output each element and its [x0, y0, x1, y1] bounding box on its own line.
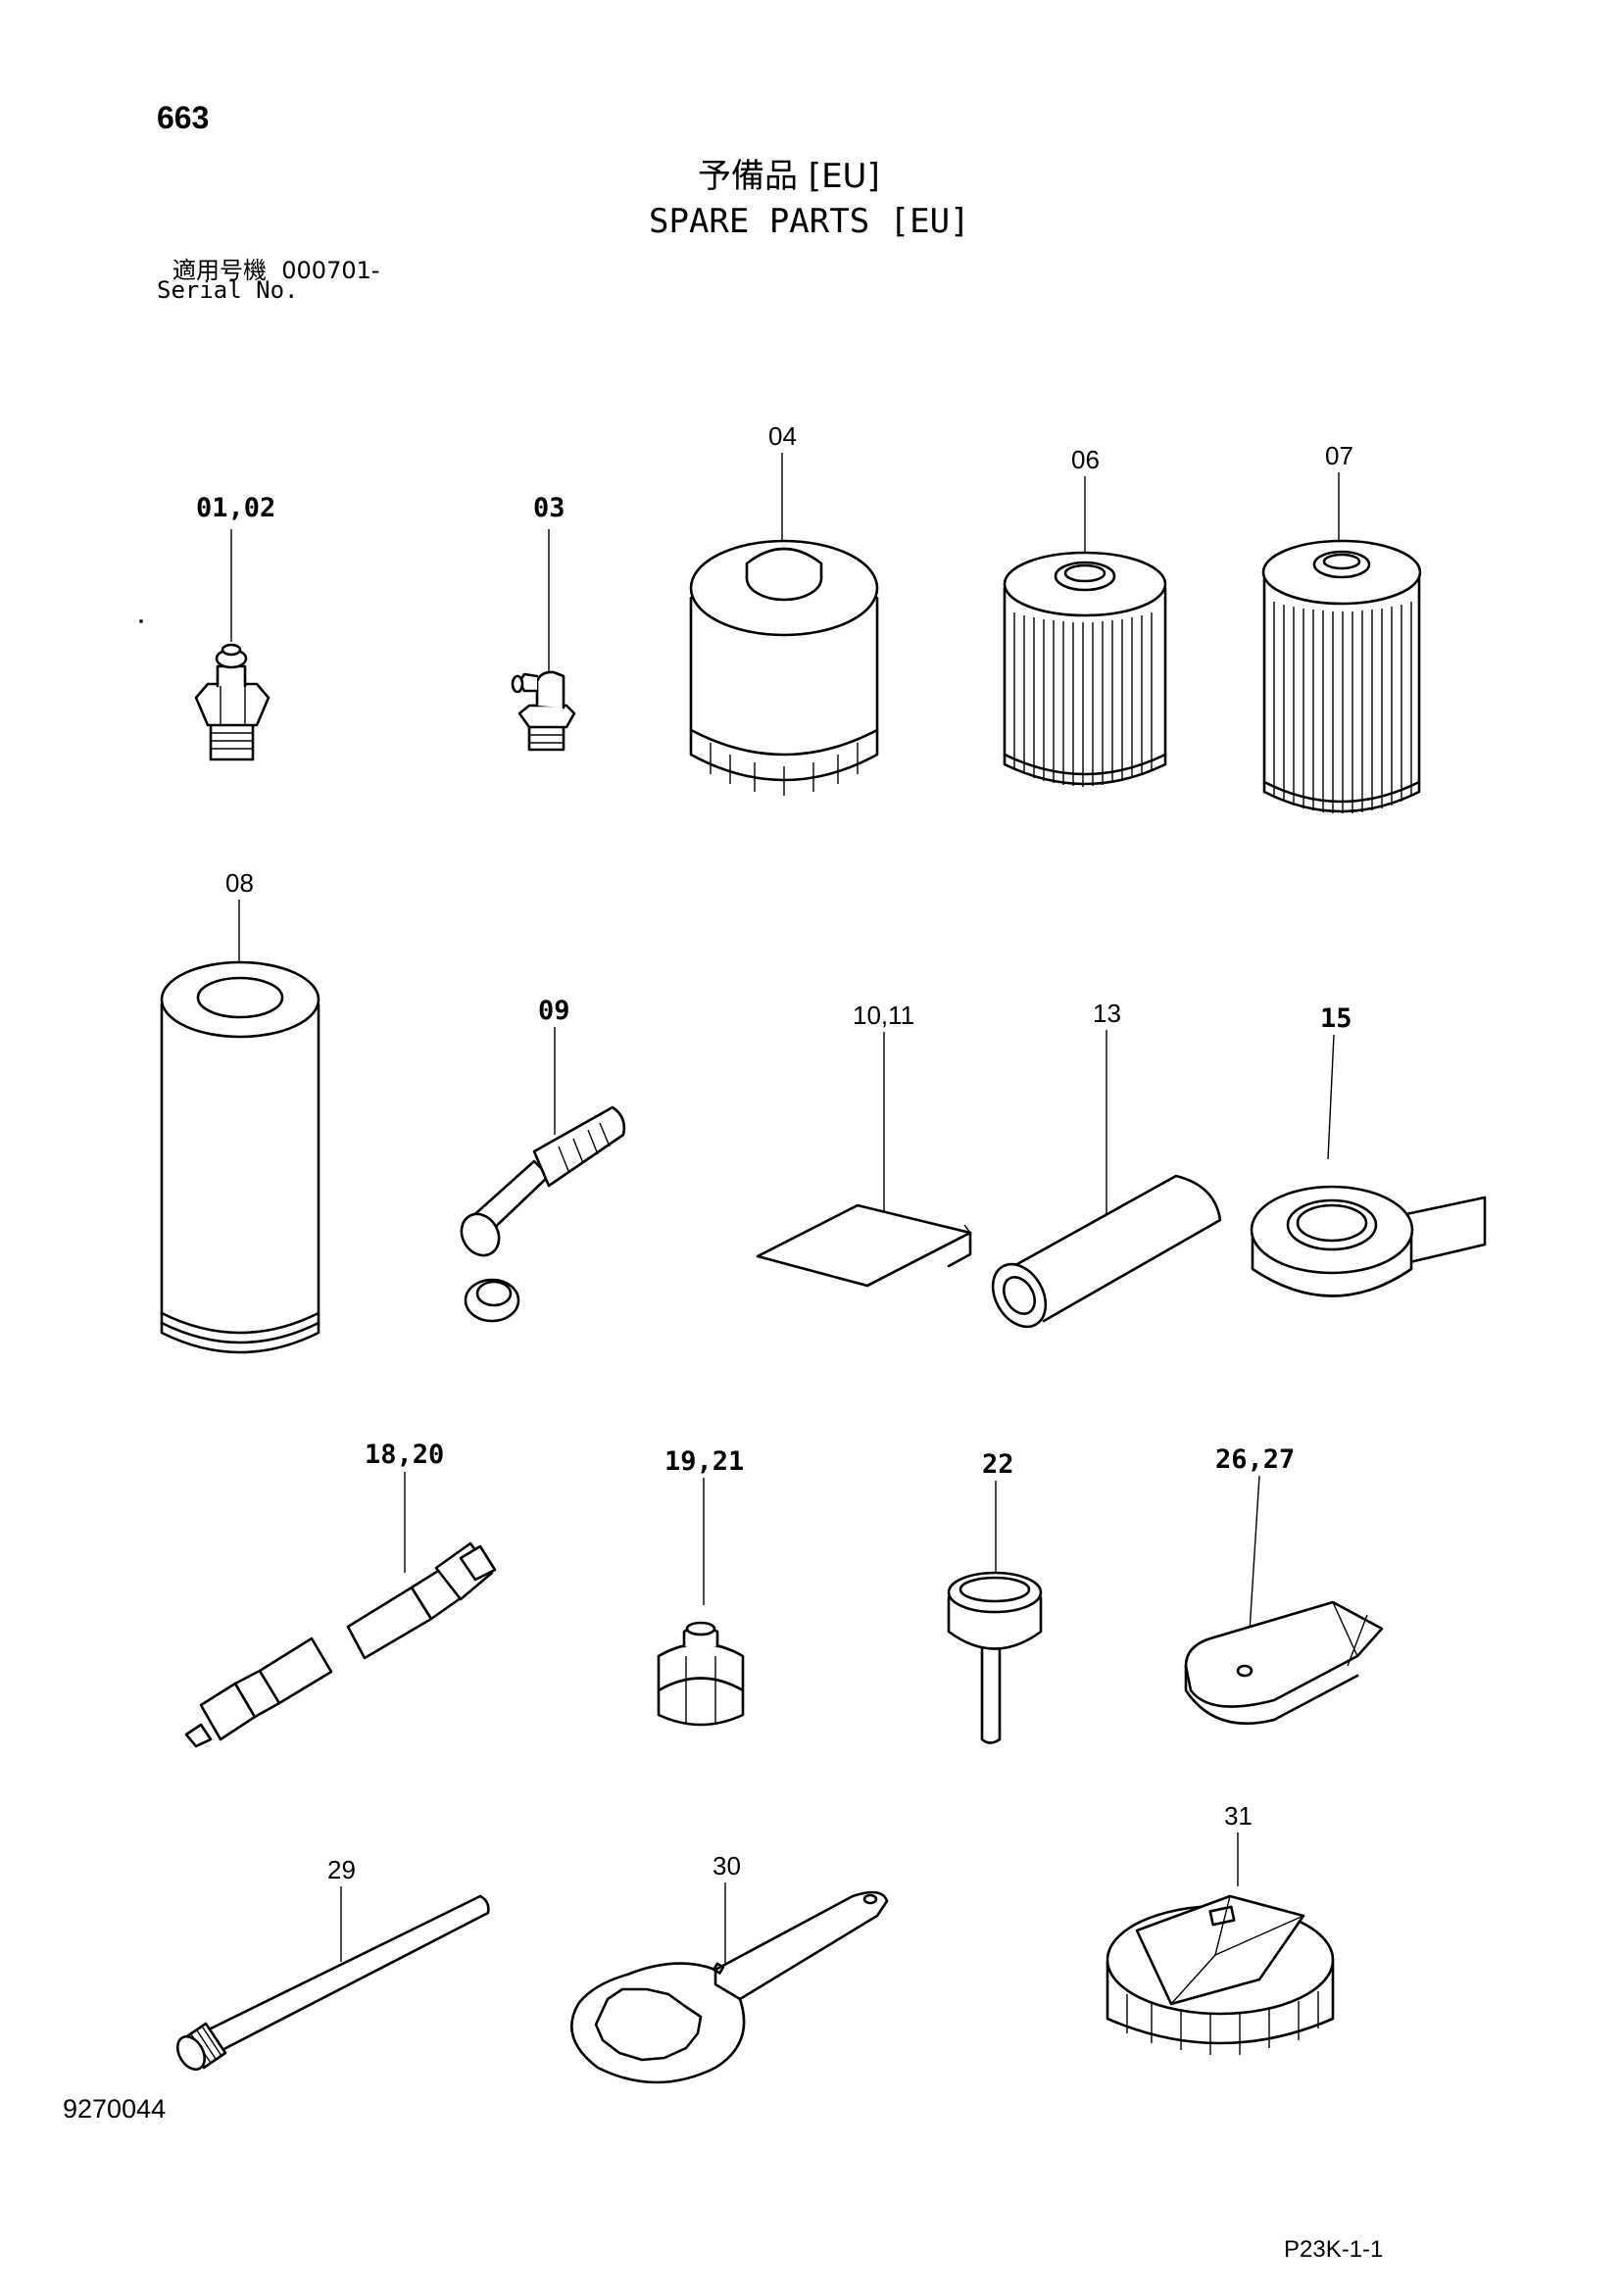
- fuel-filter-element-07: [1261, 539, 1422, 813]
- strap-wrench: [1184, 1600, 1384, 1726]
- callout-29: 29: [327, 1855, 356, 1884]
- callout-07: 07: [1325, 441, 1353, 470]
- spanner-wrench: [570, 1890, 889, 2084]
- fuel-filter-element-06: [1003, 551, 1167, 787]
- callout-03: 03: [533, 493, 565, 523]
- serial-range: 000701-: [281, 257, 380, 284]
- callout-13: 13: [1093, 999, 1121, 1028]
- tube: [991, 1174, 1222, 1329]
- serial-label-japanese: 適用号機: [172, 257, 267, 284]
- hose-adapter: [184, 1541, 497, 1748]
- drawing-number: 9270044: [63, 2094, 167, 2124]
- callout-04: 04: [768, 421, 797, 451]
- callout-10-11: 10,11: [853, 1001, 914, 1030]
- grease-nipple-straight: [194, 643, 270, 761]
- gasket-sheet: [756, 1203, 972, 1288]
- callout-09: 09: [538, 996, 570, 1026]
- hose-fitting: [460, 1105, 626, 1323]
- oil-filter-cartridge: [689, 539, 879, 796]
- callout-15: 15: [1320, 1003, 1352, 1034]
- grease-nipple-angled: [511, 670, 576, 752]
- pin-rod: [175, 1894, 490, 2072]
- callout-18-20: 18,20: [365, 1440, 444, 1470]
- callout-19-21: 19,21: [664, 1446, 744, 1477]
- callout-30: 30: [713, 1851, 741, 1881]
- seal-tape-roll: [1250, 1185, 1487, 1297]
- hydraulic-filter-element: [160, 960, 320, 1354]
- serial-line-japanese: 適用号機 000701-: [172, 251, 380, 285]
- page-number: 663: [157, 100, 210, 135]
- serial-label-english: Serial No.: [157, 276, 299, 304]
- callout-01-02: 01,02: [196, 493, 275, 523]
- callout-26-27: 26,27: [1215, 1444, 1295, 1475]
- scan-dot: [139, 619, 143, 623]
- plug-fitting: [657, 1621, 745, 1727]
- callout-31: 31: [1224, 1801, 1253, 1831]
- page-title-japanese: 予備品 [EU]: [698, 157, 880, 196]
- page-title-english: SPARE PARTS [EU]: [649, 202, 970, 241]
- page-code: P23K-1-1: [1284, 2236, 1384, 2263]
- coupling-tool: [947, 1571, 1043, 1744]
- callout-22: 22: [982, 1449, 1014, 1480]
- callout-06: 06: [1071, 445, 1100, 474]
- filter-cap-wrench: [1106, 1894, 1335, 2055]
- callout-08: 08: [225, 868, 254, 898]
